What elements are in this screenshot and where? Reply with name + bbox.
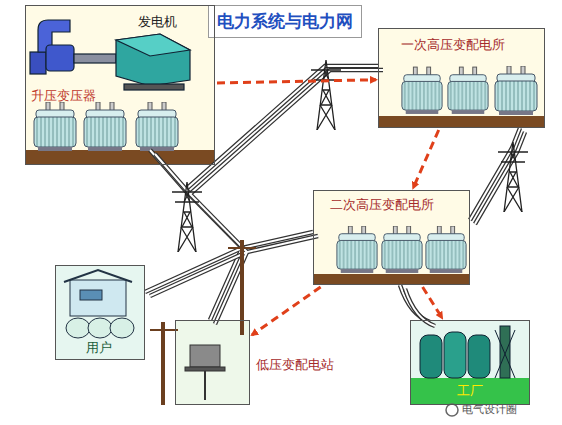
flow-arrow xyxy=(217,80,376,83)
flow-arrow xyxy=(252,287,321,335)
station-panel: 二次高压变配电所 xyxy=(313,190,470,285)
station-label: 低压变配电站 xyxy=(256,357,334,373)
station-label: 一次高压变配电所 xyxy=(401,37,505,53)
station-panel: 发电机升压变压器 xyxy=(25,5,215,165)
station-panel: 一次高压变配电所 xyxy=(378,28,545,128)
station-panel: 低压变配电站 xyxy=(175,320,250,405)
node-label: 发电机 xyxy=(138,14,177,30)
factory-label: 工厂 xyxy=(457,383,483,399)
flow-arrow xyxy=(423,287,442,318)
node-label: 升压变压器 xyxy=(31,88,96,104)
station-label: 二次高压变配电所 xyxy=(330,197,434,213)
watermark: 电气设计圈 xyxy=(462,402,517,417)
station-panel: 工厂 xyxy=(410,320,530,405)
flow-arrow xyxy=(413,130,438,188)
diagram-title: 电力系统与电力网 xyxy=(208,5,362,38)
user-label: 用户 xyxy=(86,340,112,356)
station-panel: 用户 xyxy=(55,265,145,360)
